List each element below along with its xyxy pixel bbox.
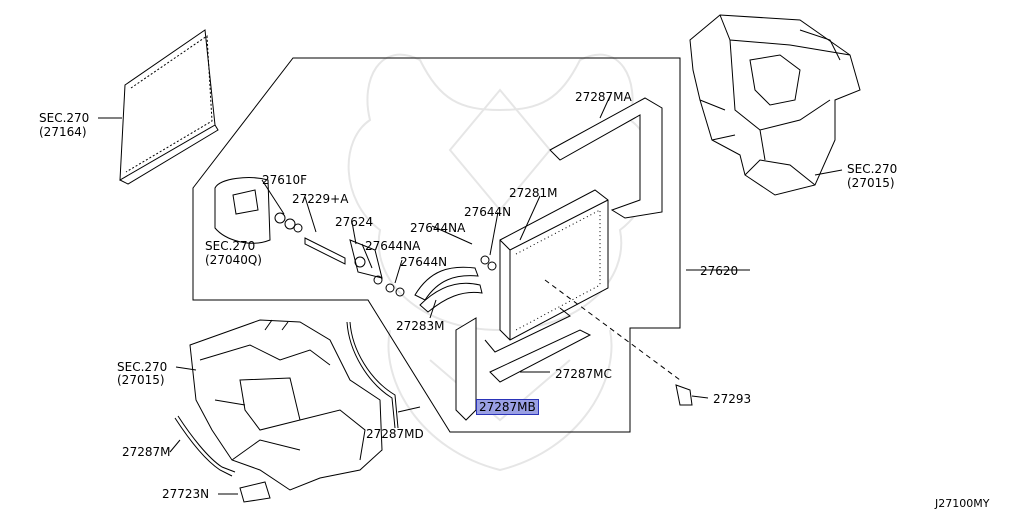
label-27287ma[interactable]: 27287MA: [575, 90, 632, 104]
label-sec270-blower: SEC.270: [205, 239, 256, 253]
label-27040q: (27040Q): [205, 253, 262, 267]
label-27015-right: (27015): [847, 176, 895, 190]
evaporator-pipe-drawing: [414, 266, 483, 313]
sensor-guide-line: [544, 279, 681, 381]
label-sec270-heater-left: SEC.270: [117, 360, 168, 374]
label-27287mc[interactable]: 27287MC: [555, 367, 612, 381]
label-27620[interactable]: 27620: [700, 264, 739, 278]
expansion-valve-drawing: [274, 212, 405, 297]
label-27644n-upper[interactable]: 27644N: [464, 205, 512, 219]
seal-27287mc-drawing: [489, 329, 592, 383]
label-27229a[interactable]: 27229+A: [292, 192, 349, 206]
heater-unit-left-drawing: [189, 319, 383, 491]
label-27164: (27164): [39, 125, 87, 139]
seal-27287mb-drawing: [455, 317, 477, 421]
label-27644n-lower[interactable]: 27644N: [400, 255, 448, 269]
label-sec270-heater-right: SEC.270: [847, 162, 898, 176]
duct-seal-27287m-drawing: [174, 417, 233, 477]
label-27610f[interactable]: 27610F: [262, 173, 308, 187]
label-27287mb-highlighted[interactable]: 27287MB: [476, 399, 539, 415]
label-27287md[interactable]: 27287MD: [366, 427, 424, 441]
label-27287m[interactable]: 27287M: [122, 445, 171, 459]
assembly-outline: [192, 57, 681, 433]
heater-unit-right-drawing: [689, 14, 861, 196]
label-27644na-upper[interactable]: 27644NA: [410, 221, 466, 235]
seal-27287ma-drawing: [549, 97, 663, 219]
label-27281m[interactable]: 27281M: [509, 186, 558, 200]
label-27644na-lower[interactable]: 27644NA: [365, 239, 421, 253]
label-27293[interactable]: 27293: [713, 392, 752, 406]
thermo-sensor-drawing: [675, 384, 693, 406]
leader-lines: [98, 95, 843, 495]
connector-27723n-drawing: [239, 481, 271, 503]
blower-case-drawing: [214, 177, 271, 244]
watermark-emblem: [347, 53, 653, 472]
air-filter-drawing: [119, 29, 219, 185]
diagram-code: J27100MY: [935, 497, 990, 510]
label-27283m[interactable]: 27283M: [396, 319, 445, 333]
label-27624[interactable]: 27624: [335, 215, 374, 229]
evaporator-core-drawing: [499, 189, 609, 341]
label-27015-left: (27015): [117, 373, 165, 387]
label-27723n[interactable]: 27723N: [162, 487, 210, 501]
label-sec270-filter: SEC.270: [39, 111, 90, 125]
duct-seal-27287md-drawing: [349, 321, 399, 429]
